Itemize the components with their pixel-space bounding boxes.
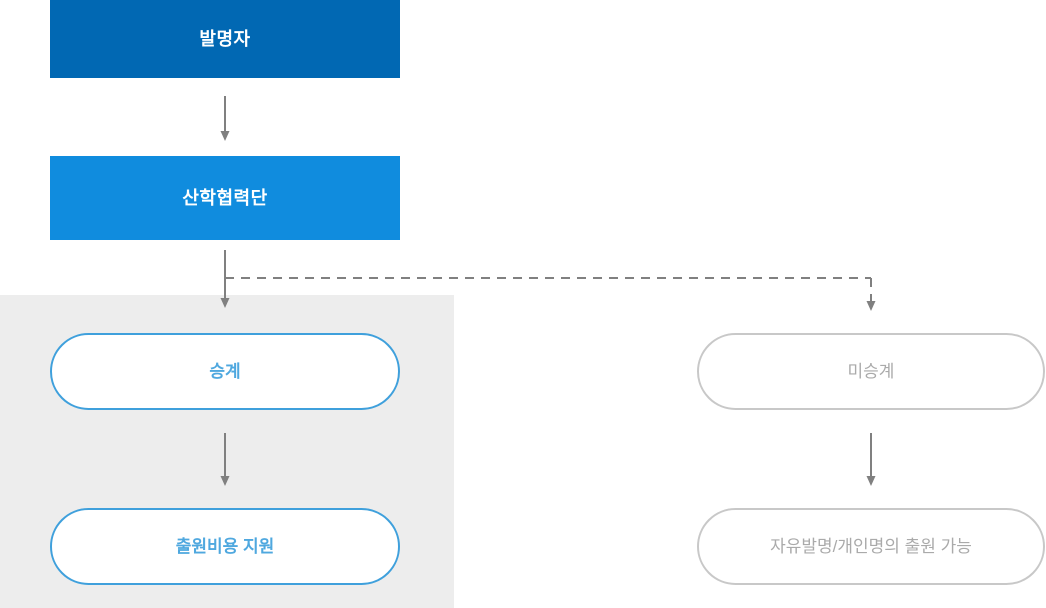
node-no-succession-label: 미승계 [847, 361, 895, 381]
node-no-succession[interactable]: 미승계 [697, 333, 1045, 410]
node-free-invention-label: 자유발명/개인명의 출원 가능 [770, 536, 972, 556]
node-succession[interactable]: 승계 [50, 333, 400, 410]
node-filing-support[interactable]: 출원비용 지원 [50, 508, 400, 585]
node-inventor[interactable]: 발명자 [50, 0, 400, 78]
node-industry-academic[interactable]: 산학협력단 [50, 156, 400, 240]
node-filing-support-label: 출원비용 지원 [175, 536, 275, 556]
node-free-invention[interactable]: 자유발명/개인명의 출원 가능 [697, 508, 1045, 585]
node-industry-academic-label: 산학협력단 [182, 187, 268, 208]
node-inventor-label: 발명자 [199, 28, 251, 49]
node-succession-label: 승계 [209, 361, 241, 381]
